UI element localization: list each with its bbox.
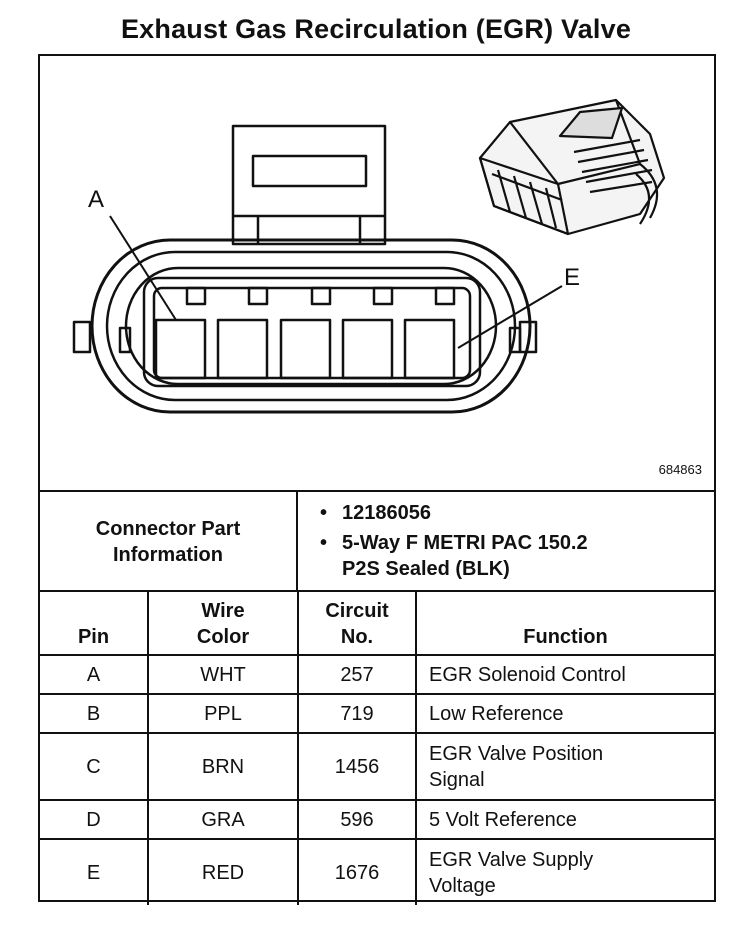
connector-iso-view bbox=[478, 98, 666, 236]
pin-cell: D bbox=[40, 799, 149, 840]
pin-cell: B bbox=[40, 693, 149, 734]
header-pin: Pin bbox=[40, 590, 149, 656]
leader-line-a bbox=[109, 215, 177, 321]
pin-cell: C bbox=[40, 732, 149, 801]
terminal-locks bbox=[185, 286, 456, 306]
connector-info-label-line1: Connector Part bbox=[95, 518, 241, 540]
connector-info-label-line2: Information bbox=[113, 544, 223, 566]
header-circuit-line2: No. bbox=[340, 626, 374, 648]
wire-color-cell: GRA bbox=[147, 799, 299, 840]
header-circuit-line1: Circuit bbox=[325, 600, 389, 622]
figure-number: 684863 bbox=[658, 462, 702, 477]
wire-color-cell: RED bbox=[147, 838, 299, 905]
page-title: Exhaust Gas Recirculation (EGR) Valve bbox=[120, 14, 632, 44]
table-row: D GRA 596 5 Volt Reference bbox=[40, 799, 714, 840]
connector-info-details: • 12186056 • 5-Way F METRI PAC 150.2 P2S… bbox=[298, 492, 714, 592]
function-line2: Signal bbox=[429, 768, 485, 791]
cavity-b bbox=[216, 318, 269, 380]
wire-color-cell: BRN bbox=[147, 732, 299, 801]
connector-info-label: Connector Part Information bbox=[40, 492, 298, 592]
circuit-cell: 1456 bbox=[297, 732, 417, 801]
header-wire-color-line1: Wire bbox=[201, 600, 245, 622]
callout-label-a: A bbox=[88, 186, 105, 213]
connector-description-line2: P2S Sealed (BLK) bbox=[342, 558, 510, 580]
function-cell: 5 Volt Reference bbox=[415, 799, 714, 840]
circuit-cell: 719 bbox=[297, 693, 417, 734]
function-cell: Low Reference bbox=[415, 693, 714, 734]
function-line1: EGR Valve Position bbox=[429, 742, 604, 765]
part-number-row: • 12186056 bbox=[320, 500, 714, 526]
header-function-label: Function bbox=[523, 626, 608, 648]
pin-cell: A bbox=[40, 654, 149, 695]
header-pin-label: Pin bbox=[77, 626, 110, 648]
bullet-icon: • bbox=[320, 532, 328, 554]
header-wire-color-line2: Color bbox=[196, 626, 250, 648]
wire-color-cell: PPL bbox=[147, 693, 299, 734]
cavity-e bbox=[403, 318, 456, 380]
cavity-d bbox=[341, 318, 394, 380]
part-number: 12186056 bbox=[342, 502, 431, 524]
circuit-cell: 257 bbox=[297, 654, 417, 695]
connector-diagram: A E 684863 bbox=[40, 56, 714, 490]
pin-cell: E bbox=[40, 838, 149, 905]
header-function: Function bbox=[415, 590, 714, 656]
connector-body bbox=[72, 238, 538, 414]
function-line1: Low Reference bbox=[429, 702, 564, 725]
connector-sheet: A E 684863 Connector Part Information • … bbox=[38, 54, 716, 905]
table-row: B PPL 719 Low Reference bbox=[40, 693, 714, 734]
circuit-cell: 1676 bbox=[297, 838, 417, 905]
bullet-icon: • bbox=[320, 502, 328, 524]
function-line2: Voltage bbox=[429, 874, 496, 897]
function-cell: EGR Solenoid Control bbox=[415, 654, 714, 695]
connector-description-row: • 5-Way F METRI PAC 150.2 P2S Sealed (BL… bbox=[320, 530, 714, 582]
wire-color-cell: WHT bbox=[147, 654, 299, 695]
function-line1: 5 Volt Reference bbox=[429, 808, 577, 831]
function-line1: EGR Solenoid Control bbox=[429, 663, 626, 686]
table-row: A WHT 257 EGR Solenoid Control bbox=[40, 654, 714, 695]
callout-label-e: E bbox=[564, 264, 581, 291]
circuit-cell: 596 bbox=[297, 799, 417, 840]
connector-face-drawing bbox=[72, 98, 666, 414]
connector-description-line1: 5-Way F METRI PAC 150.2 bbox=[342, 532, 588, 554]
connector-latch bbox=[231, 124, 387, 246]
connector-part-info: Connector Part Information • 12186056 • … bbox=[40, 490, 714, 592]
pin-cavities bbox=[154, 318, 456, 380]
cavity-a bbox=[154, 318, 207, 380]
function-line1: EGR Valve Supply bbox=[429, 848, 594, 871]
cavity-c bbox=[279, 318, 332, 380]
leader-line-e bbox=[457, 285, 563, 349]
